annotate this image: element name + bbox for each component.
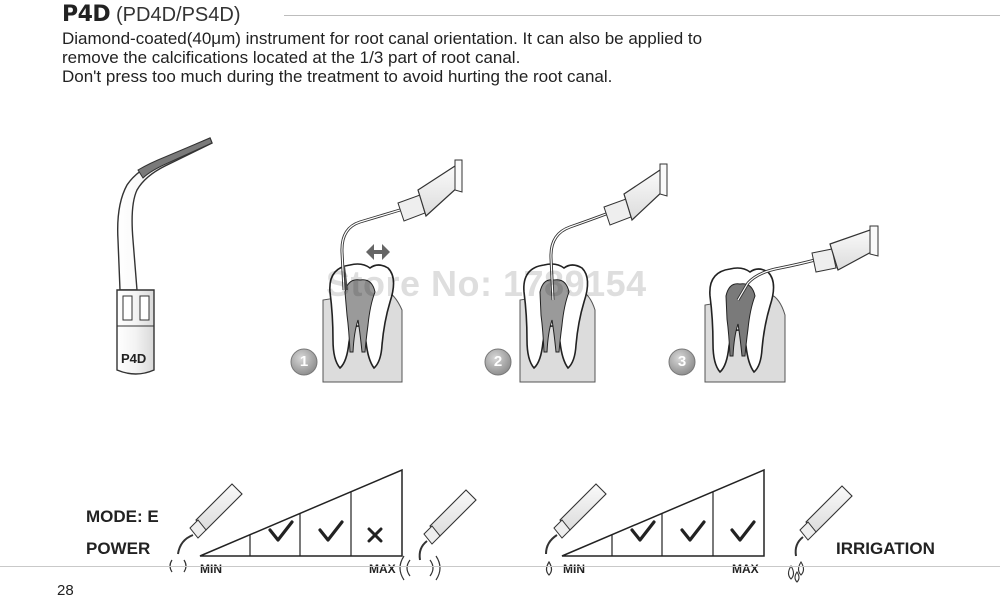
irrigation-scale	[561, 468, 765, 557]
power-check-1	[268, 520, 294, 542]
description: Diamond-coated(40μm) instrument for root…	[62, 29, 962, 86]
power-min-label: MIN	[200, 562, 222, 576]
description-line-2: remove the calcifications located at the…	[62, 48, 521, 67]
step-3-number: 3	[677, 353, 687, 370]
irrigation-max-label: MAX	[732, 562, 759, 576]
page-title: P4D	[62, 2, 111, 27]
step-3-illustration	[668, 225, 879, 383]
description-line-3: Don't press too much during the treatmen…	[62, 67, 613, 86]
power-scale	[199, 468, 403, 557]
power-max-handpiece	[399, 489, 477, 581]
page-number: 28	[57, 582, 74, 599]
irrigation-check-3	[730, 520, 756, 542]
description-line-1: Diamond-coated(40μm) instrument for root…	[62, 29, 703, 48]
title-row: P4D (PD4D/PS4D)	[62, 2, 1000, 30]
irrigation-check-2	[680, 520, 706, 542]
step-1-illustration	[290, 159, 463, 383]
mode-label: MODE: E	[86, 507, 159, 526]
store-watermark: Store No: 1789154	[326, 263, 647, 304]
tip-illustration	[116, 137, 213, 375]
power-max-label: MAX	[369, 562, 396, 576]
step-1-number: 1	[299, 353, 309, 370]
irrigation-check-1	[630, 520, 656, 542]
title-divider	[284, 15, 1000, 16]
irrigation-min-label: MIN	[563, 562, 585, 576]
power-label: POWER	[86, 539, 151, 558]
power-min-handpiece	[169, 483, 243, 573]
power-cross-3	[367, 527, 383, 543]
footer-divider	[0, 566, 1000, 567]
step-2-illustration	[484, 163, 668, 383]
power-check-2	[318, 520, 344, 542]
tip-label: P4D	[121, 351, 147, 366]
irrigation-max-handpiece	[787, 485, 853, 583]
step-2-number: 2	[493, 353, 503, 370]
page-subtitle: (PD4D/PS4D)	[116, 4, 241, 26]
irrigation-label: IRRIGATION	[836, 539, 935, 558]
